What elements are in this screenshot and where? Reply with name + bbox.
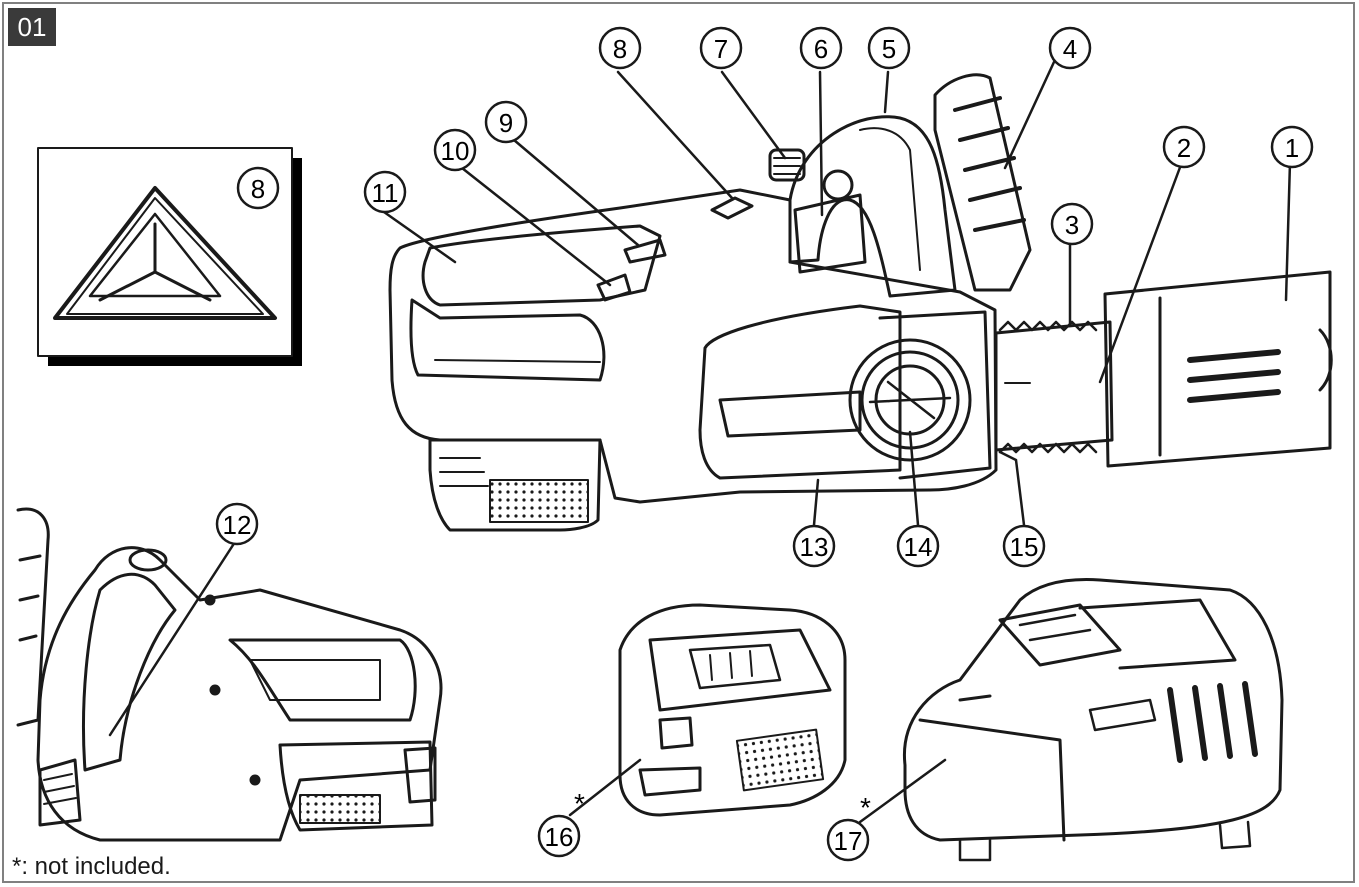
callout-12: 12 (223, 510, 252, 540)
callout-10: 10 (441, 136, 470, 166)
saw-chain-top (998, 320, 1098, 332)
lock-off-button (710, 196, 754, 220)
saw-chain-bottom (998, 442, 1098, 454)
motor-housing (388, 188, 998, 504)
callout-6: 6 (814, 34, 828, 64)
front-handle (788, 115, 957, 298)
guide-bar (994, 320, 1114, 452)
callout-4: 4 (1063, 34, 1077, 64)
callout-13: 13 (800, 532, 829, 562)
callout-9: 9 (499, 108, 513, 138)
footnote: *: not included. (12, 853, 171, 880)
trigger-lock (596, 273, 632, 302)
battery-pack (618, 603, 847, 817)
rear-handle (421, 224, 662, 307)
chain-tension-knob (848, 338, 972, 462)
rear-handle-loop (81, 572, 177, 772)
battery-slot (428, 438, 602, 532)
figure-number: 01 (8, 8, 56, 46)
side-panel (698, 304, 902, 480)
oil-tank-cap (768, 148, 806, 182)
rear-body (36, 546, 443, 842)
callout-1: 1 (1285, 133, 1299, 163)
callout-7: 7 (714, 34, 728, 64)
callout-2: 2 (1177, 133, 1191, 163)
callout-17: 17 (834, 826, 863, 856)
leader-lines (108, 60, 1292, 824)
callout-3: 3 (1065, 210, 1079, 240)
callout-circles (215, 26, 1314, 862)
battery-charger (902, 578, 1284, 862)
chainsaw-main-view (388, 73, 1333, 532)
oil-level-window (793, 193, 867, 274)
callout-16: 16 (545, 822, 574, 852)
callout-14: 14 (904, 532, 933, 562)
callout-8: 8 (613, 34, 627, 64)
not-included-marker-16: * (574, 788, 585, 819)
bar-cover (1103, 270, 1332, 468)
callout-11: 11 (372, 178, 399, 208)
rear-oil-cap (128, 548, 168, 572)
not-included-marker-17: * (860, 792, 871, 823)
chainsaw-rear-view (16, 507, 443, 842)
rear-battery (278, 740, 434, 832)
callout-15: 15 (1010, 532, 1039, 562)
callout-5: 5 (882, 34, 896, 64)
switch-trigger (623, 238, 667, 264)
front-hand-guard (933, 73, 1032, 292)
callout-8-inset: 8 (251, 174, 265, 204)
